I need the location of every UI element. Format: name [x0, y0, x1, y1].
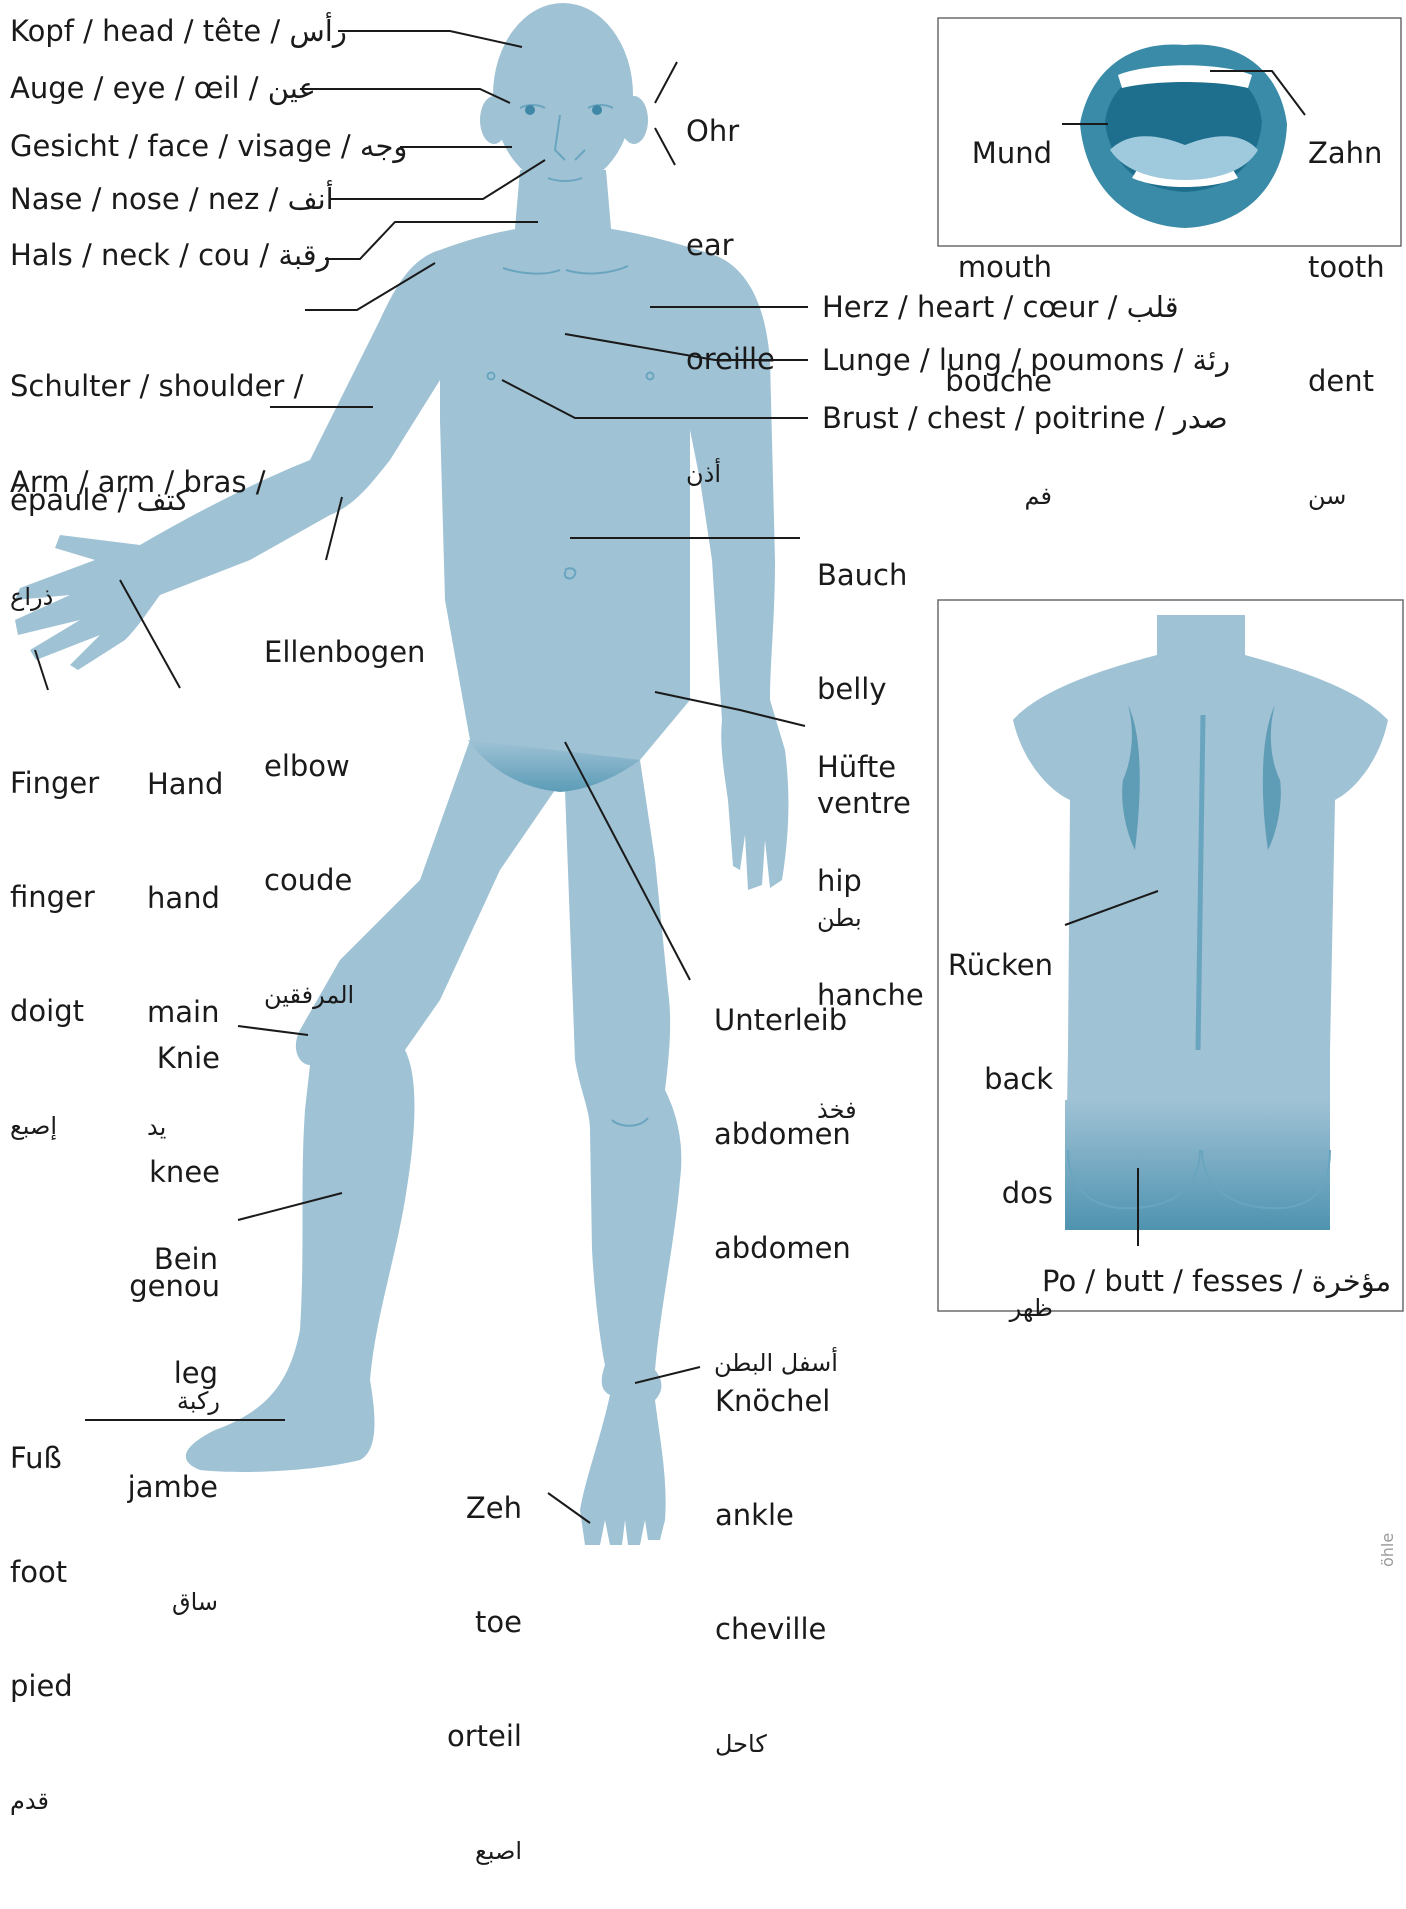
- label-finger: Finger finger doigt إصبع: [10, 688, 99, 1184]
- label-ellenbogen: Ellenbogen elbow coude المرفقين: [264, 557, 425, 1053]
- label-zahn-de: Zahn: [1308, 134, 1385, 172]
- label-hals: Hals / neck / cou / رقبة: [10, 236, 331, 274]
- label-knoechel: Knöchel ankle cheville كاحل: [715, 1306, 830, 1802]
- line-nase: [330, 160, 545, 199]
- label-mund-en: mouth: [940, 248, 1052, 286]
- label-finger-ar: إصبع: [10, 1106, 99, 1146]
- label-zeh-en: toe: [410, 1603, 522, 1641]
- label-kopf: Kopf / head / tête / رأس: [10, 12, 347, 50]
- label-bein-ar: ساق: [100, 1582, 218, 1622]
- label-knie-de: Knie: [100, 1039, 220, 1077]
- label-arm: Arm / arm / bras / ذراع: [10, 387, 266, 655]
- label-ellenbogen-fr: coude: [264, 861, 425, 899]
- label-finger-fr: doigt: [10, 992, 99, 1030]
- label-ohr-fr: oreille: [686, 340, 775, 378]
- label-ruecken-de: Rücken: [938, 946, 1053, 984]
- label-zeh-ar: اصبع: [410, 1831, 522, 1871]
- label-mund: Mund mouth bouche فم: [940, 58, 1052, 554]
- line-kopf: [338, 31, 522, 47]
- label-fuss-en: foot: [10, 1553, 73, 1591]
- label-mund-de: Mund: [940, 134, 1052, 172]
- label-hand-de: Hand: [147, 765, 223, 803]
- label-zahn-ar: سن: [1308, 476, 1385, 516]
- label-ruecken-fr: dos: [938, 1174, 1053, 1212]
- ear-right-shape: [620, 96, 648, 144]
- label-mund-fr: bouche: [940, 362, 1052, 400]
- label-ruecken-en: back: [938, 1060, 1053, 1098]
- label-gesicht: Gesicht / face / visage / وجه: [10, 127, 407, 165]
- line-ohr-lower: [655, 128, 675, 165]
- label-unterleib-en: abdomen: [714, 1115, 851, 1153]
- label-knoechel-en: ankle: [715, 1496, 830, 1534]
- label-zeh: Zeh toe orteil اصبع: [410, 1413, 522, 1909]
- label-hand-en: hand: [147, 879, 223, 917]
- label-fuss-ar: قدم: [10, 1781, 73, 1821]
- label-unterleib-de: Unterleib: [714, 1001, 851, 1039]
- label-ohr-de: Ohr: [686, 112, 775, 150]
- label-zahn-fr: dent: [1308, 362, 1385, 400]
- label-bein-fr: jambe: [100, 1468, 218, 1506]
- label-arm-line2: ذراع: [10, 577, 266, 617]
- label-huefte-de: Hüfte: [817, 748, 924, 786]
- ear-left-shape: [480, 96, 508, 144]
- label-po: Po / butt / fesses / مؤخرة: [1042, 1262, 1391, 1300]
- label-mund-ar: فم: [940, 476, 1052, 516]
- label-knoechel-fr: cheville: [715, 1610, 830, 1648]
- label-zeh-de: Zeh: [410, 1489, 522, 1527]
- label-bauch-de: Bauch: [817, 556, 911, 594]
- label-zeh-fr: orteil: [410, 1717, 522, 1755]
- label-arm-line1: Arm / arm / bras /: [10, 463, 266, 501]
- label-bein-en: leg: [100, 1354, 218, 1392]
- label-zahn-en: tooth: [1308, 248, 1385, 286]
- label-ohr: Ohr ear oreille أذن: [686, 36, 775, 532]
- label-ruecken-ar: ظهر: [938, 1288, 1053, 1328]
- label-ohr-ar: أذن: [686, 454, 775, 494]
- label-bein: Bein leg jambe ساق: [100, 1164, 218, 1660]
- label-unterleib-fr: abdomen: [714, 1229, 851, 1267]
- label-ohr-en: ear: [686, 226, 775, 264]
- label-knoechel-de: Knöchel: [715, 1382, 830, 1420]
- label-ellenbogen-ar: المرفقين: [264, 975, 425, 1015]
- label-fuss-fr: pied: [10, 1667, 73, 1705]
- label-ellenbogen-de: Ellenbogen: [264, 633, 425, 671]
- label-fuss-de: Fuß: [10, 1439, 73, 1477]
- label-bein-de: Bein: [100, 1240, 218, 1278]
- label-zahn: Zahn tooth dent سن: [1308, 58, 1385, 554]
- label-nase: Nase / nose / nez / أنف: [10, 180, 334, 218]
- line-auge: [300, 89, 510, 103]
- label-huefte-en: hip: [817, 862, 924, 900]
- label-ellenbogen-en: elbow: [264, 747, 425, 785]
- image-credit: öhle: [1378, 1533, 1397, 1567]
- label-fuss: Fuß foot pied قدم: [10, 1363, 73, 1859]
- line-ohr-upper: [655, 62, 677, 103]
- label-knoechel-ar: كاحل: [715, 1724, 830, 1764]
- label-auge: Auge / eye / œil / عين: [10, 69, 316, 107]
- label-finger-en: finger: [10, 878, 99, 916]
- label-finger-de: Finger: [10, 764, 99, 802]
- label-ruecken: Rücken back dos ظهر: [938, 870, 1053, 1366]
